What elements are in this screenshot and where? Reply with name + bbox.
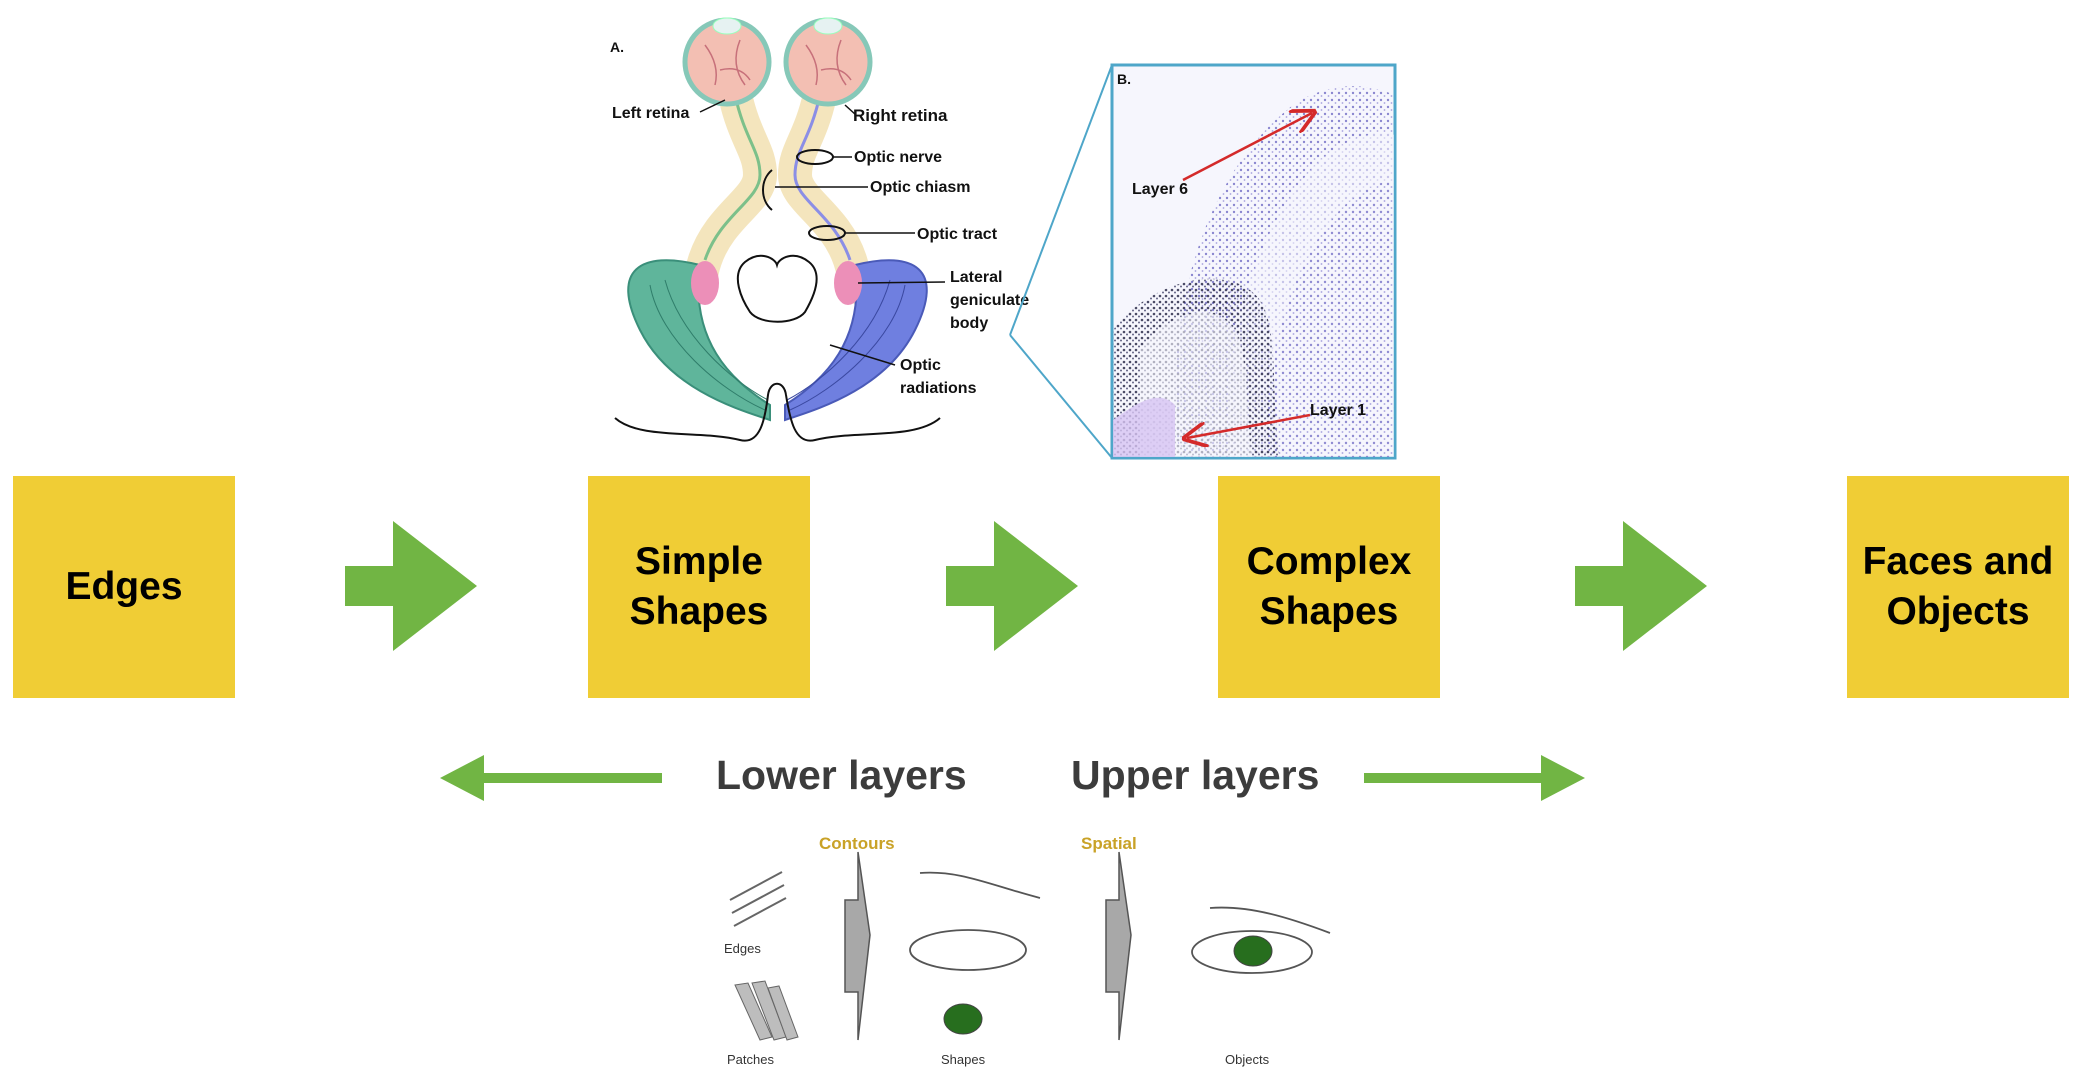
stage-box-faces-and-objects: Faces and Objects — [1847, 476, 2069, 698]
brainstem-outline — [736, 254, 818, 323]
contours-stage-marker — [844, 851, 871, 1041]
right-retina-label: Right retina — [853, 106, 948, 125]
left-lgn — [691, 261, 719, 305]
panel-b-letter: B. — [1117, 71, 1131, 87]
lgn-label-line2: geniculate — [950, 292, 1029, 309]
lgn-label-line1: Lateral — [950, 269, 1002, 286]
zoom-line-bottom — [1009, 334, 1113, 459]
layer6-pointer — [1182, 113, 1312, 182]
cortex-outline — [614, 382, 941, 442]
spatial-stage-marker — [1105, 851, 1132, 1041]
layer1-label: Layer 1 — [1310, 402, 1366, 419]
flow-arrow-1 — [345, 521, 477, 651]
stage-simple-shapes-line2: Shapes — [629, 590, 769, 633]
stage-simple-shapes-line1: Simple — [635, 540, 763, 583]
left-nerve-fiber — [703, 94, 762, 261]
stage-box-simple-shapes: Simple Shapes — [588, 476, 810, 698]
layer6-label: Layer 6 — [1132, 181, 1188, 198]
upper-layers-label: Upper layers — [1071, 752, 1320, 798]
flow-arrow-3 — [1575, 521, 1707, 651]
stage-edges-line1: Edges — [65, 565, 183, 608]
right-lgn — [834, 261, 862, 305]
stage-complex-shapes-line1: Complex — [1246, 540, 1412, 583]
shapes-caption: Shapes — [941, 1052, 986, 1067]
lgn-label-line3: body — [950, 315, 988, 332]
zoom-line-top — [1009, 64, 1113, 336]
panel-a-letter: A. — [610, 39, 624, 55]
stage-complex-shapes-line2: Shapes — [1259, 590, 1399, 633]
right-optic-radiation — [784, 259, 928, 422]
optic-radiations-label-line2: radiations — [900, 380, 977, 397]
optic-radiations-label-line1: Optic — [900, 357, 941, 374]
stage-faces-objects-line1: Faces and — [1862, 540, 2054, 583]
patches-caption: Patches — [727, 1052, 774, 1067]
stage-box-edges: Edges — [13, 476, 235, 698]
stage-faces-objects-line2: Objects — [1886, 590, 2030, 633]
optic-nerve-label: Optic nerve — [854, 149, 942, 166]
right-nerve-fiber — [793, 94, 852, 261]
visual-pathway-illustration: A. Left retina — [610, 17, 1029, 442]
lower-layers-arrow — [440, 755, 662, 801]
optic-chiasm-label: Optic chiasm — [870, 179, 970, 196]
upper-layers-arrow — [1364, 755, 1585, 801]
objects-caption: Objects — [1225, 1052, 1270, 1067]
stage-box-complex-shapes: Complex Shapes — [1218, 476, 1440, 698]
left-optic-radiation — [627, 259, 771, 422]
spatial-label: Spatial — [1081, 834, 1137, 853]
lgn-layers-micrograph: B. Layer 6 Layer 1 — [1110, 63, 1397, 460]
contours-label: Contours — [819, 834, 895, 853]
feature-hierarchy-diagram: Contours Spatial Edges Patches Shapes Ob… — [724, 834, 1331, 1067]
optic-tract-label: Optic tract — [917, 226, 998, 243]
flow-arrow-2 — [946, 521, 1078, 651]
edges-caption: Edges — [724, 941, 761, 956]
layer1-pointer — [1187, 413, 1311, 438]
lower-layers-label: Lower layers — [716, 752, 967, 798]
left-retina-label: Left retina — [612, 105, 689, 122]
